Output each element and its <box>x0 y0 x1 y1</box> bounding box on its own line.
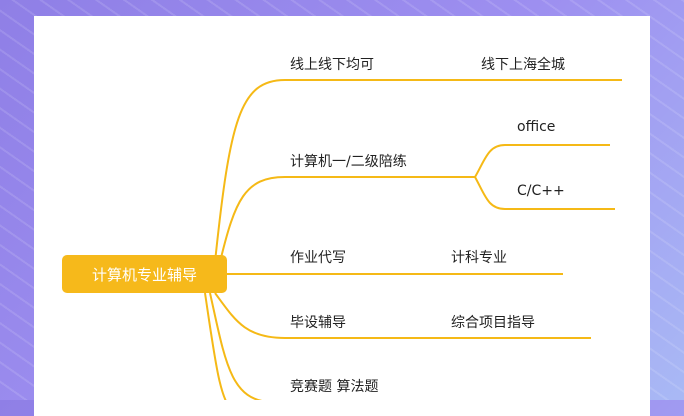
branch-graduation[interactable]: 毕设辅导 <box>290 315 346 331</box>
leaf-cs-major[interactable]: 计科专业 <box>451 250 507 266</box>
branch-computer-exam[interactable]: 计算机一/二级陪练 <box>290 154 407 170</box>
root-label: 计算机专业辅导 <box>91 265 197 284</box>
branch-homework[interactable]: 作业代写 <box>290 250 346 266</box>
leaf-project-guidance[interactable]: 综合项目指导 <box>451 315 535 331</box>
leaf-office[interactable]: office <box>517 119 556 135</box>
connector-branch-5b <box>204 292 227 400</box>
connector-office <box>474 144 610 178</box>
connector-branch-4 <box>214 292 591 339</box>
leaf-shanghai[interactable]: 线下上海全城 <box>481 57 565 73</box>
leaf-cpp[interactable]: C/C++ <box>517 183 565 199</box>
connector-branch-1 <box>214 79 622 263</box>
connector-branch-5 <box>209 292 263 400</box>
branch-online-offline[interactable]: 线上线下均可 <box>290 57 374 73</box>
root-node[interactable]: 计算机专业辅导 <box>62 255 227 293</box>
branch-competition[interactable]: 竞赛题 算法题 <box>290 379 379 395</box>
connector-branch-2 <box>219 176 475 263</box>
connector-cpp <box>474 176 615 210</box>
mindmap-canvas <box>34 16 650 416</box>
